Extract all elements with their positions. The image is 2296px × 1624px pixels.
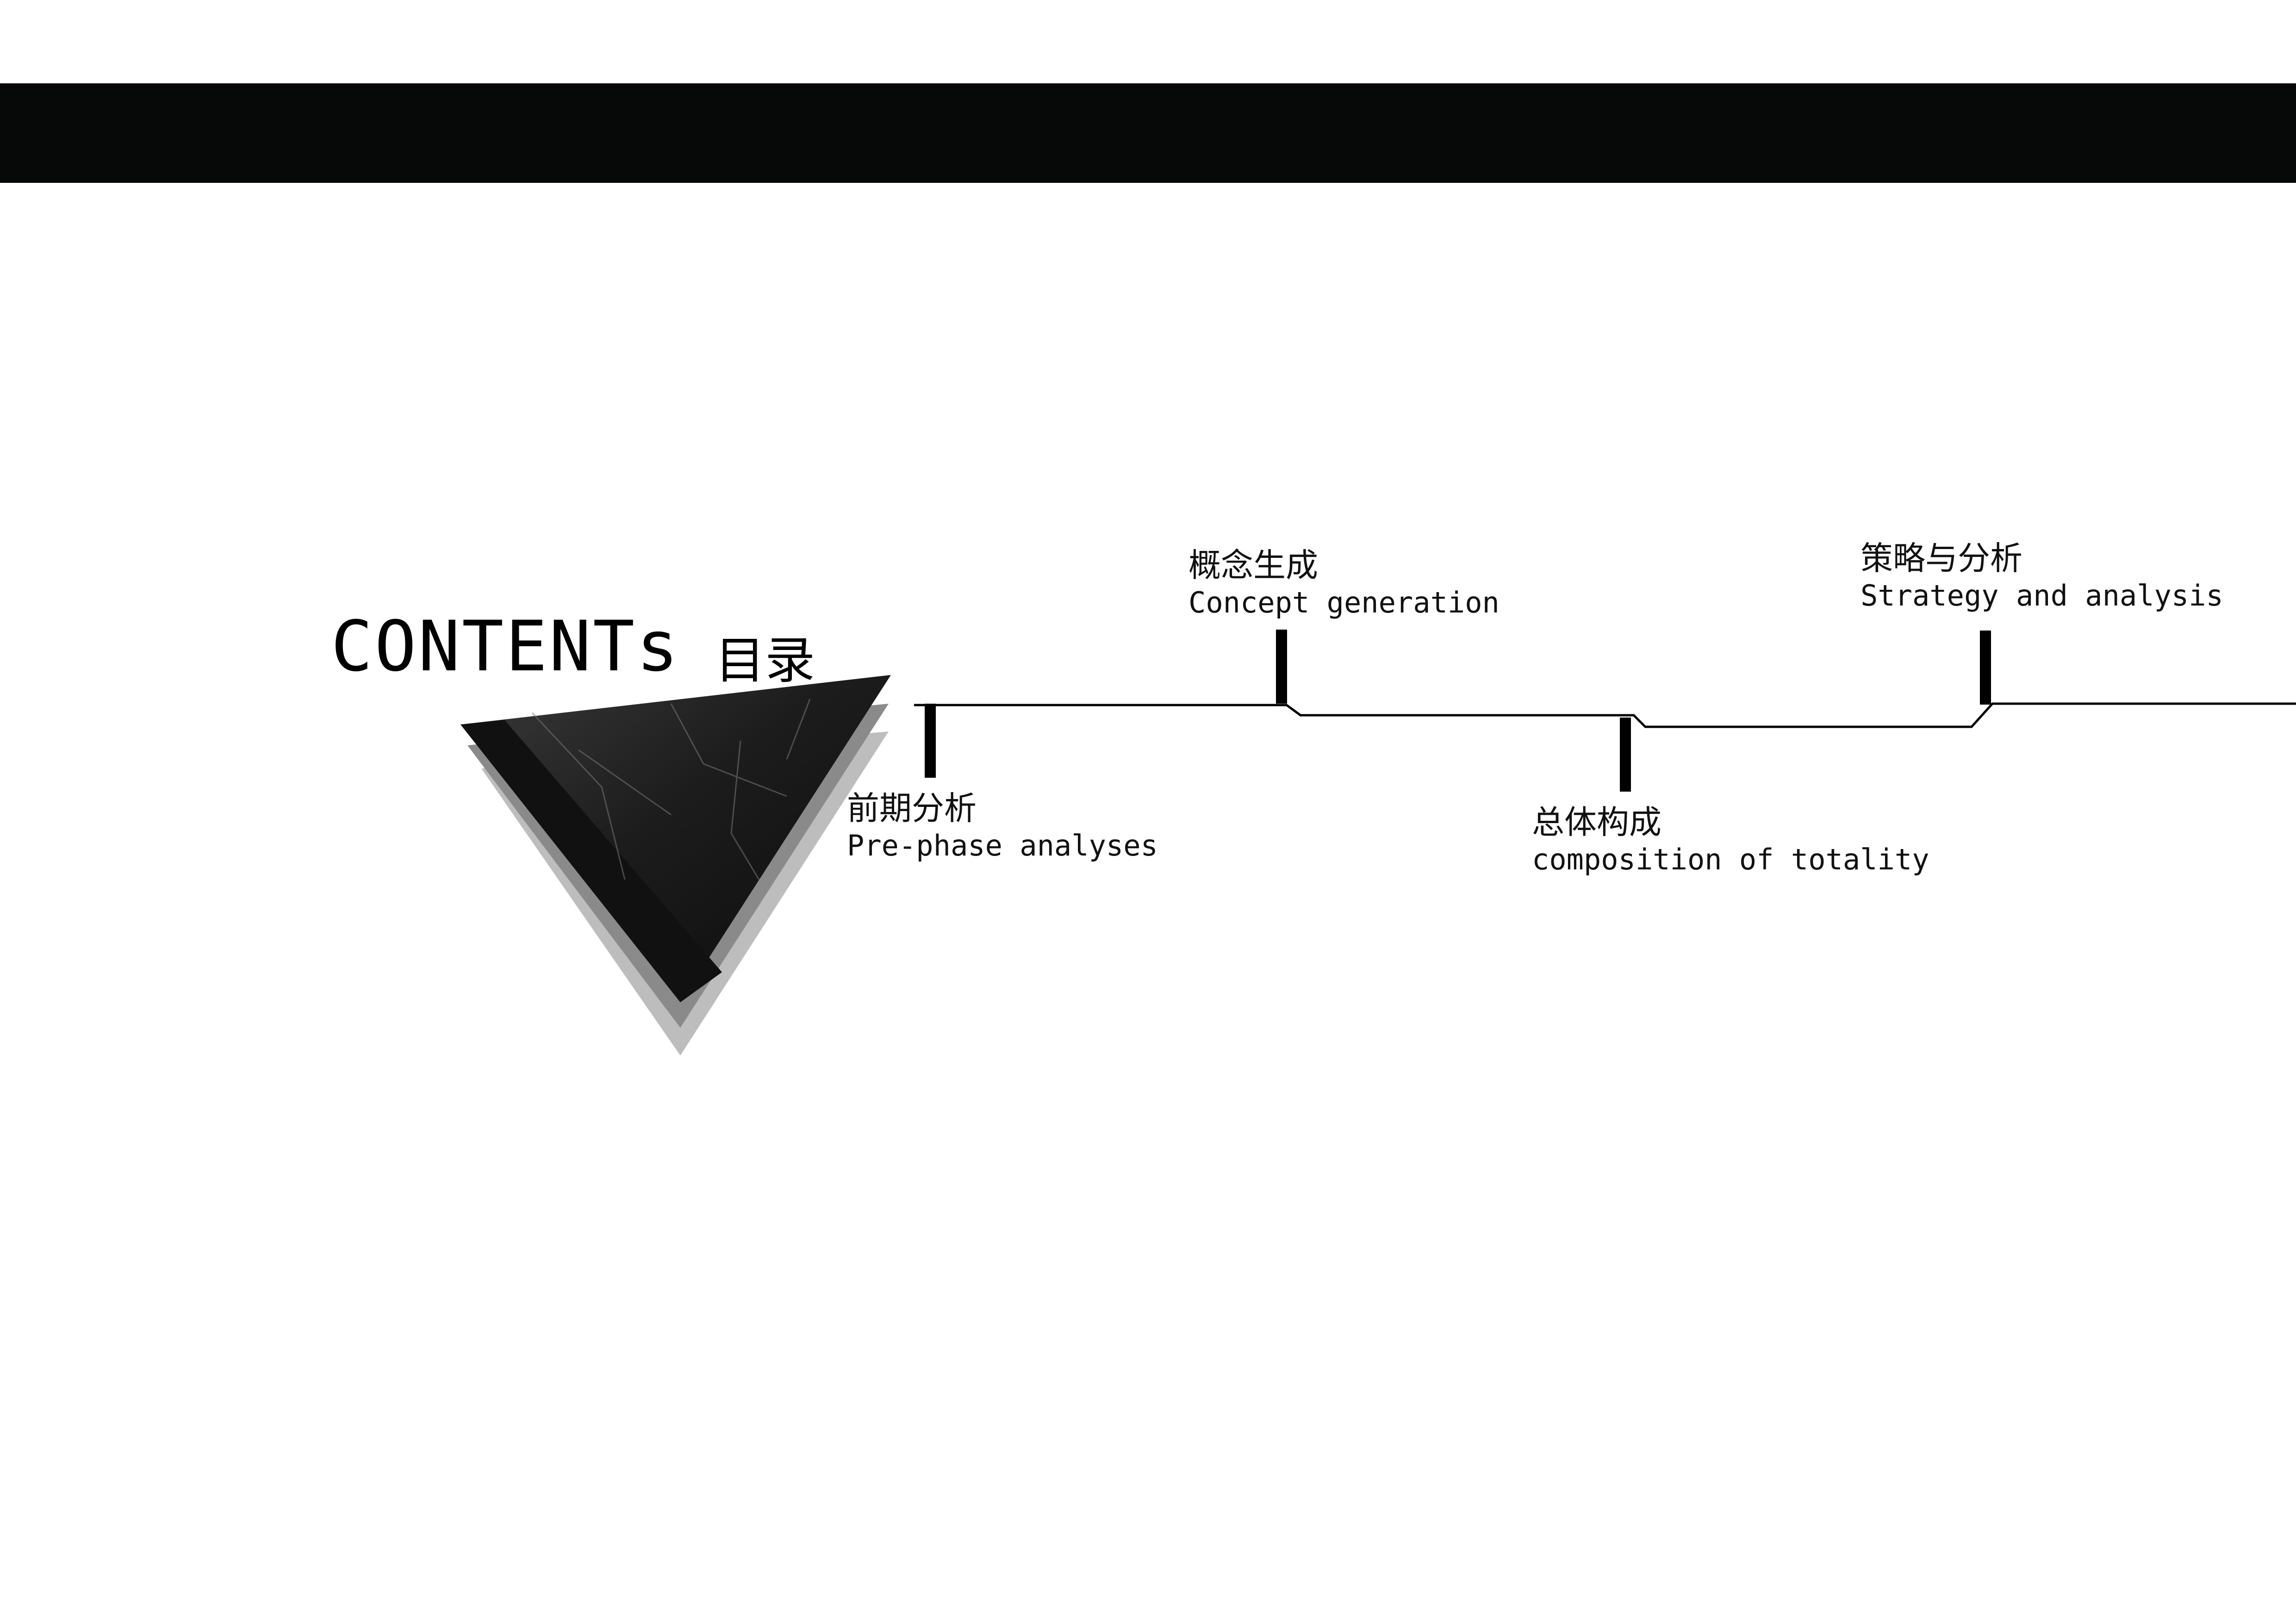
section-1-cn: 前期分析 xyxy=(847,789,977,827)
section-4-en: Strategy and analysis xyxy=(1860,579,2223,612)
timeline-line xyxy=(914,702,2296,728)
contents-title: CONTENTs xyxy=(331,606,680,687)
section-3-en: composition of totality xyxy=(1532,843,1929,876)
timeline-marker-4 xyxy=(1980,631,1991,705)
timeline-marker-1 xyxy=(925,704,936,778)
section-3-cn: 总体构成 xyxy=(1532,803,1661,841)
top-black-band xyxy=(0,83,2296,183)
timeline-marker-2 xyxy=(1276,630,1287,704)
section-2-cn: 概念生成 xyxy=(1188,546,1318,584)
triangle-main xyxy=(460,675,891,1002)
section-2-en: Concept generation xyxy=(1188,586,1500,619)
triangle-dark-band xyxy=(460,720,722,1002)
timeline-marker-3 xyxy=(1620,718,1631,792)
section-4-cn: 策略与分析 xyxy=(1860,539,2022,577)
section-1-en: Pre-phase analyses xyxy=(847,829,1158,862)
contents-title-cn: 目录 xyxy=(715,632,815,690)
